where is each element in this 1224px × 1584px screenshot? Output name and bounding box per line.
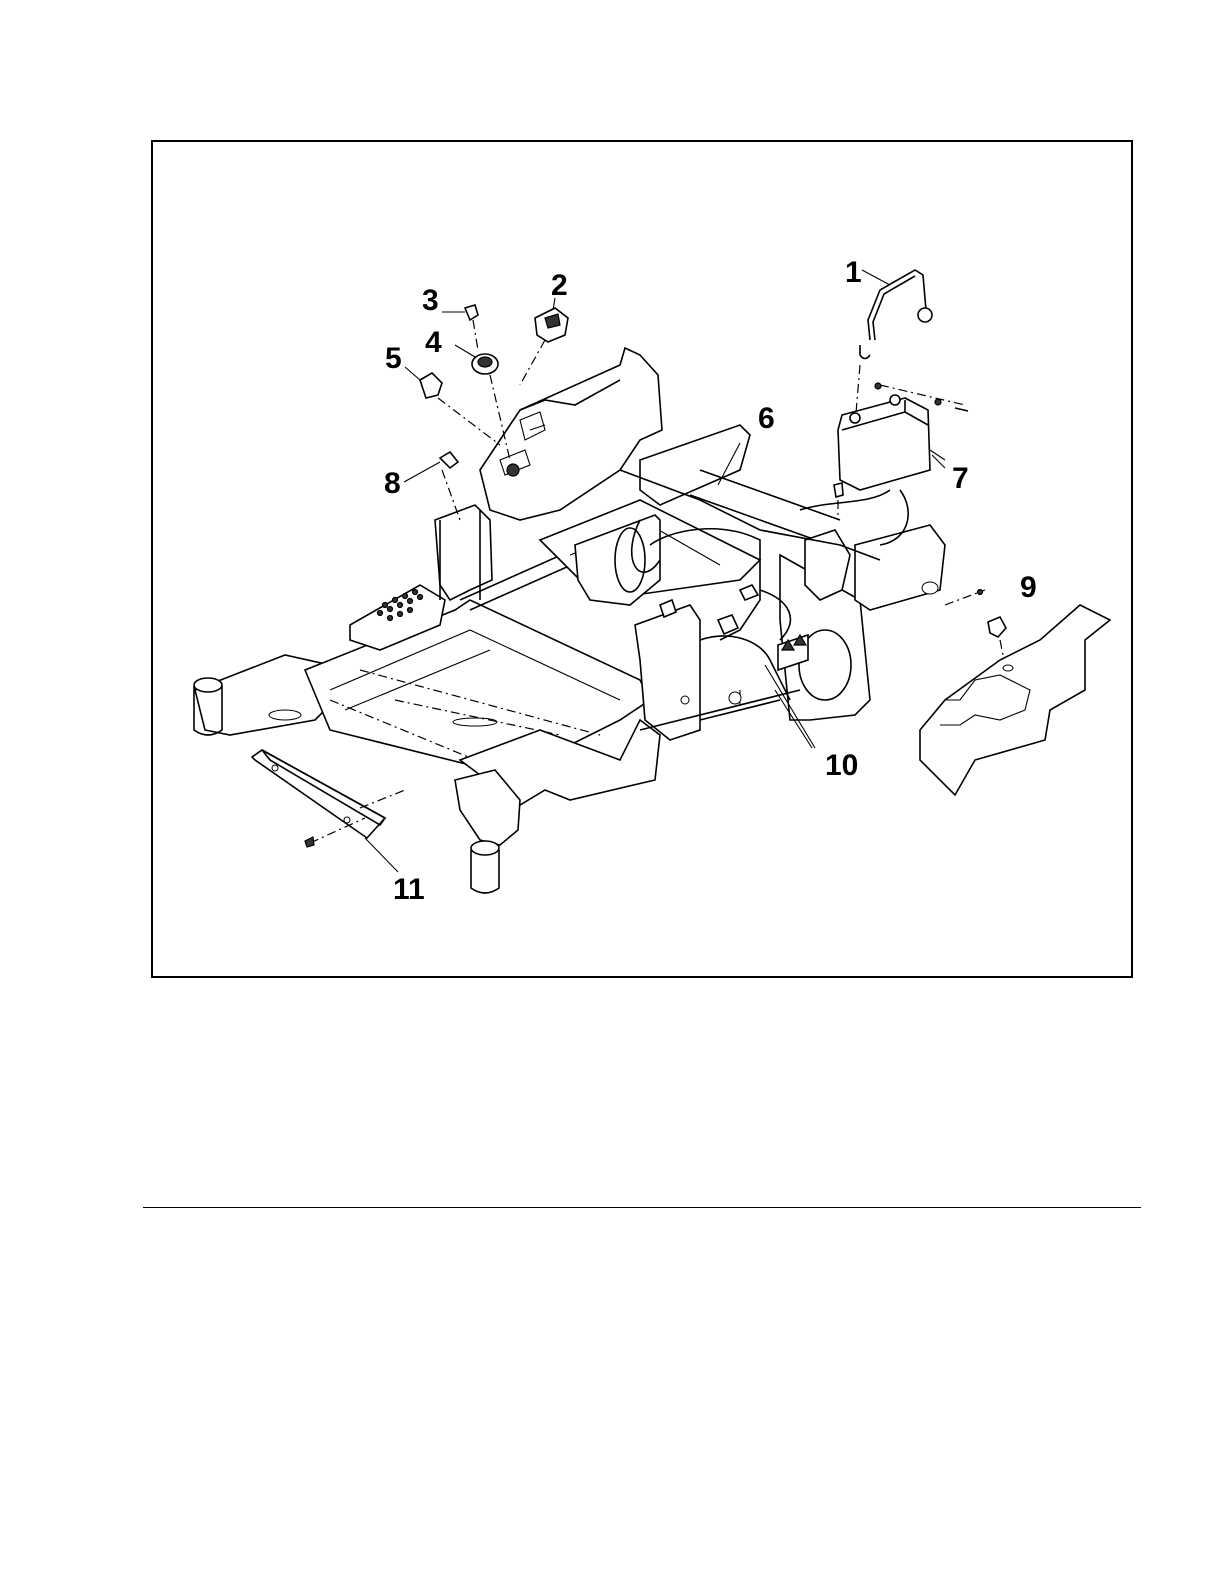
side-cover-panel: [920, 605, 1110, 795]
callout-1: 1: [845, 256, 862, 289]
control-console-tower: [480, 348, 662, 520]
part-3-cap: [465, 305, 478, 350]
callout-3: 3: [422, 284, 439, 317]
callout-6: 6: [758, 402, 775, 435]
callout-2: 2: [551, 269, 568, 302]
part-5-rocker-switch: [420, 373, 500, 445]
part-2-switch: [520, 308, 568, 385]
part-11-bumper-plate: [252, 750, 405, 872]
callout-7: 7: [952, 462, 969, 495]
part-9-plug: [945, 590, 1006, 666]
callout-8: 8: [384, 467, 401, 500]
callout-10: 10: [825, 749, 858, 782]
callout-11: 11: [393, 873, 425, 906]
part-7-battery: [834, 383, 968, 520]
callout-9: 9: [1020, 571, 1037, 604]
callout-5: 5: [385, 342, 402, 375]
callout-4: 4: [425, 326, 442, 359]
part-8-connector: [404, 452, 460, 520]
